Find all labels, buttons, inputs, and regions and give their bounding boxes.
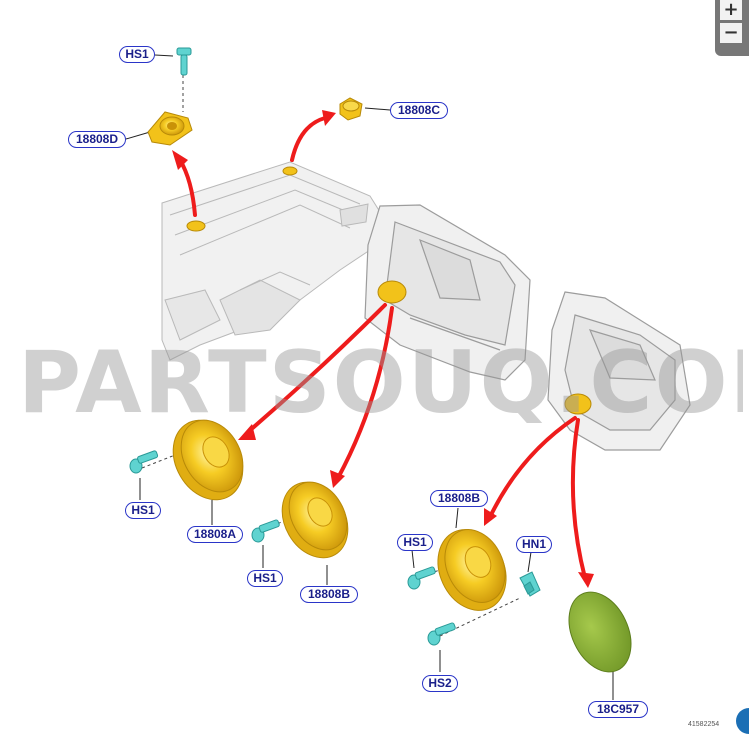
zoom-out-button[interactable]: − bbox=[720, 23, 742, 43]
rear-door-panel bbox=[547, 291, 691, 451]
speaker-18808b-front bbox=[281, 481, 349, 559]
callout-hn1[interactable]: HN1 bbox=[516, 536, 552, 553]
callout-hs1-front-a[interactable]: HS1 bbox=[125, 502, 161, 519]
arrow-heads bbox=[172, 110, 594, 588]
dash-tweeter-left-mount bbox=[186, 220, 206, 232]
figure-number: 41582254 bbox=[688, 721, 720, 728]
zoom-in-button[interactable]: + bbox=[720, 0, 742, 20]
mounted-speaker-markers bbox=[186, 166, 592, 415]
front-door-speaker-mount bbox=[377, 280, 407, 304]
screw-hs1-front-door bbox=[129, 450, 159, 474]
front-door-panel bbox=[364, 204, 531, 381]
zoom-control: + − bbox=[715, 0, 749, 56]
callout-18808c[interactable]: 18808C bbox=[390, 102, 448, 119]
nut-hn1 bbox=[519, 571, 541, 597]
dash-tweeter-right-mount bbox=[282, 166, 298, 176]
callout-hs2[interactable]: HS2 bbox=[422, 675, 458, 692]
tweeter-18808d bbox=[147, 111, 193, 146]
callout-18c957[interactable]: 18C957 bbox=[588, 701, 648, 718]
speaker-18808a bbox=[172, 419, 244, 501]
tweeter-18808c bbox=[339, 97, 363, 121]
speaker-cover-18c957 bbox=[568, 591, 632, 673]
arrows bbox=[178, 116, 587, 580]
screw-hs1-top bbox=[176, 47, 192, 76]
screw-hs1-rear-door bbox=[407, 566, 436, 590]
screw-hs1-front-door-b bbox=[251, 519, 280, 543]
speaker-18808b-rear bbox=[437, 529, 507, 611]
callout-hs1-front-b[interactable]: HS1 bbox=[247, 570, 283, 587]
callout-connectors bbox=[125, 54, 614, 700]
callout-18808b-front[interactable]: 18808B bbox=[300, 586, 358, 603]
callout-18808b-rear[interactable]: 18808B bbox=[430, 490, 488, 507]
callout-hs1-rear[interactable]: HS1 bbox=[397, 534, 433, 551]
instrument-panel bbox=[161, 161, 381, 361]
callout-18808d[interactable]: 18808D bbox=[68, 131, 126, 148]
callout-hs1-top[interactable]: HS1 bbox=[119, 46, 155, 63]
screw-hs2 bbox=[427, 622, 456, 646]
callout-18808a[interactable]: 18808A bbox=[187, 526, 243, 543]
rear-door-speaker-mount bbox=[564, 393, 592, 415]
corner-badge[interactable] bbox=[736, 708, 749, 734]
